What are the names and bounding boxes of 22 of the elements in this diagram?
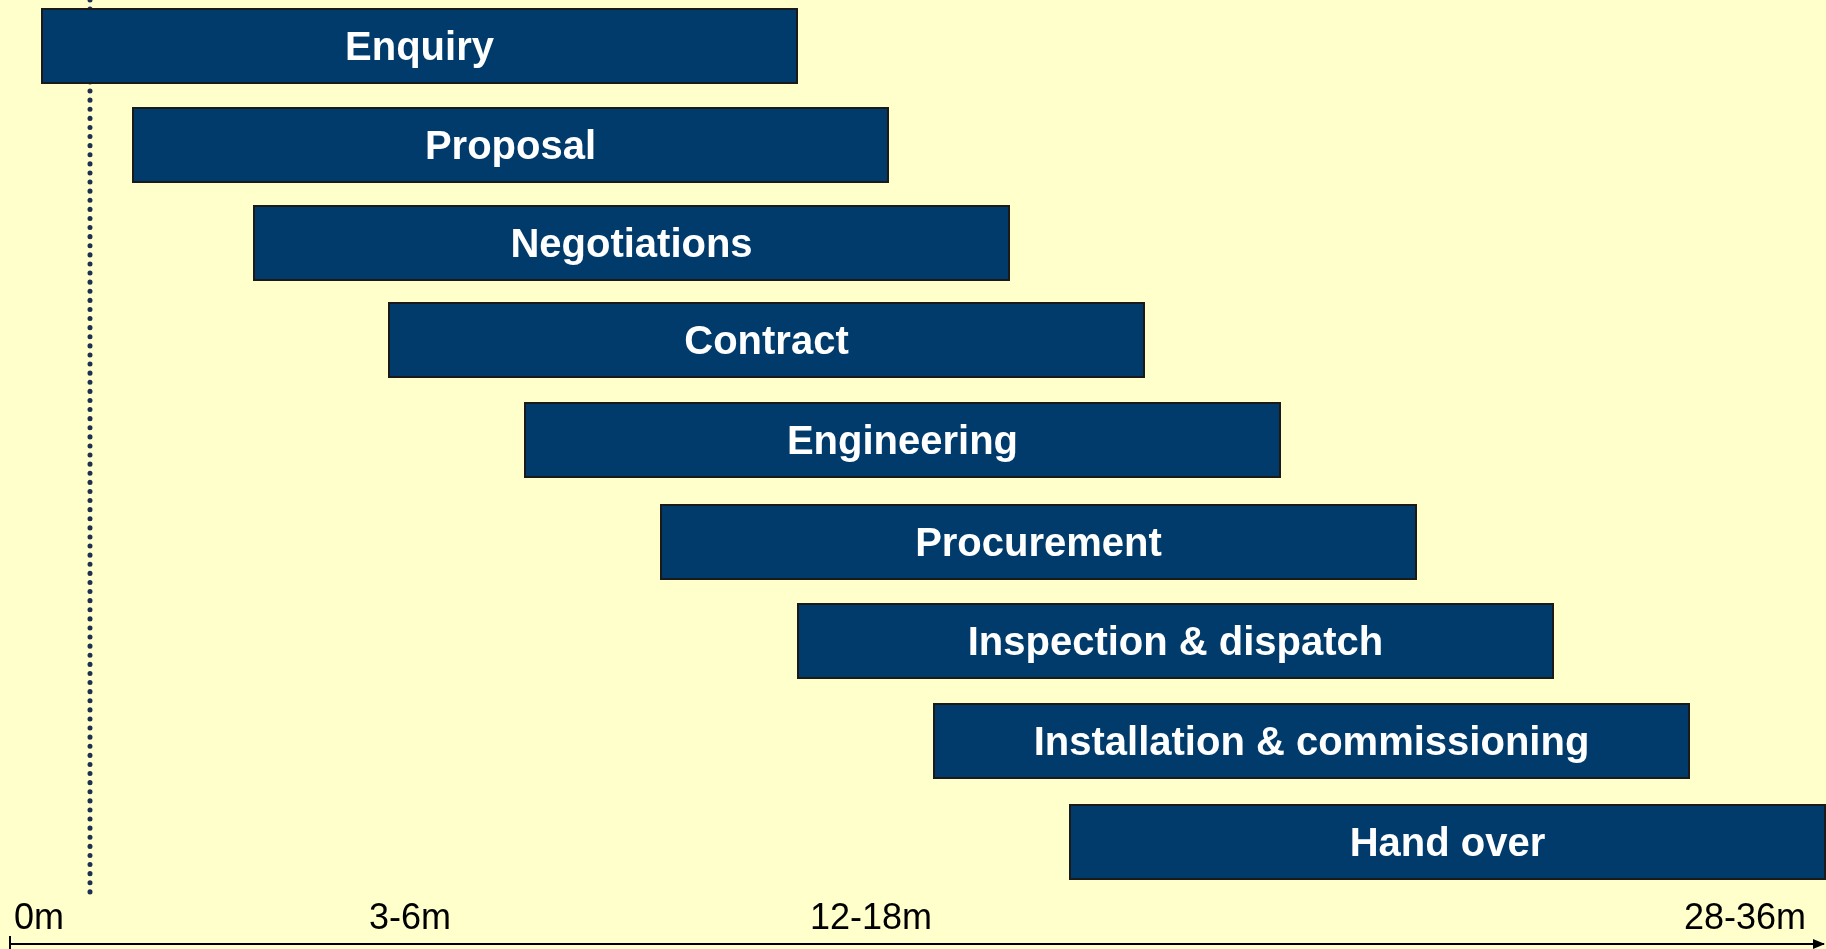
phase-label: Hand over: [1349, 819, 1546, 865]
phase-bar: [132, 107, 889, 183]
phase-label: Inspection & dispatch: [967, 618, 1384, 664]
phase-bar: [1069, 804, 1826, 880]
phase-bar: [660, 504, 1417, 580]
phase-label: Proposal: [424, 122, 597, 168]
phase-label: Installation & commissioning: [1033, 718, 1590, 764]
phase-bar: [933, 703, 1690, 779]
phase-label: Contract: [684, 317, 849, 363]
phase-bar: [797, 603, 1554, 679]
phase-bar: [41, 8, 798, 84]
time-tick-label: 3-6m: [369, 899, 452, 935]
time-tick-label: 0m: [14, 899, 64, 935]
phase-label: Negotiations: [510, 220, 753, 266]
phase-label: Enquiry: [345, 23, 494, 69]
phase-label: Engineering: [786, 417, 1019, 463]
phase-label: Procurement: [915, 519, 1162, 565]
time-tick-label: 12-18m: [810, 899, 933, 935]
phase-bar: [253, 205, 1010, 281]
phase-bar: [388, 302, 1145, 378]
phase-bar: [524, 402, 1281, 478]
time-tick-label: 28-36m: [1684, 899, 1807, 935]
